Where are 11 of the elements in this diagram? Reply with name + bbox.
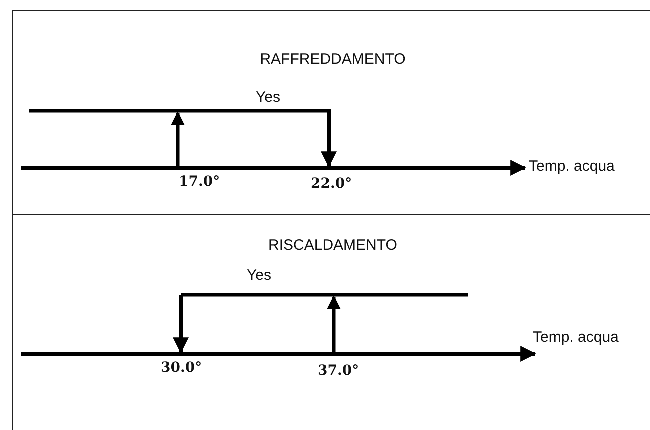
tick-label: 37.0° — [318, 363, 360, 379]
chart-panel — [12, 10, 650, 215]
tick-label: 30.0° — [161, 360, 202, 376]
state-label: Yes — [256, 89, 280, 106]
axis-label: Temp. acqua — [529, 158, 615, 175]
axis-label: Temp. acqua — [533, 329, 619, 346]
panel-title: RISCALDAMENTO — [268, 237, 398, 254]
tick-label: 22.0° — [311, 176, 352, 192]
tick-label: 17.0° — [179, 174, 220, 190]
state-label: Yes — [247, 267, 272, 284]
panel-title: RAFFREDDAMENTO — [259, 51, 407, 68]
